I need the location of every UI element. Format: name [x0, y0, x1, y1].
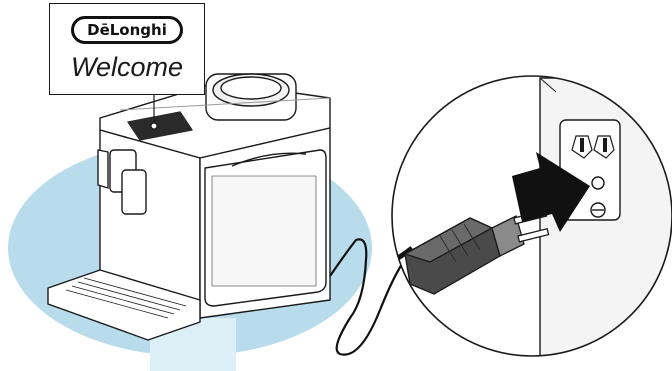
welcome-message: Welcome [70, 52, 184, 82]
callout-pointer [150, 95, 158, 130]
display-callout: DēLonghi Welcome [49, 3, 205, 95]
outlet-detail-circle [391, 75, 672, 357]
direction-arrow-icon [512, 152, 590, 232]
brand-logo: DēLonghi [71, 16, 183, 44]
power-plug-icon [392, 209, 550, 295]
coffee-machine-icon [47, 73, 403, 356]
